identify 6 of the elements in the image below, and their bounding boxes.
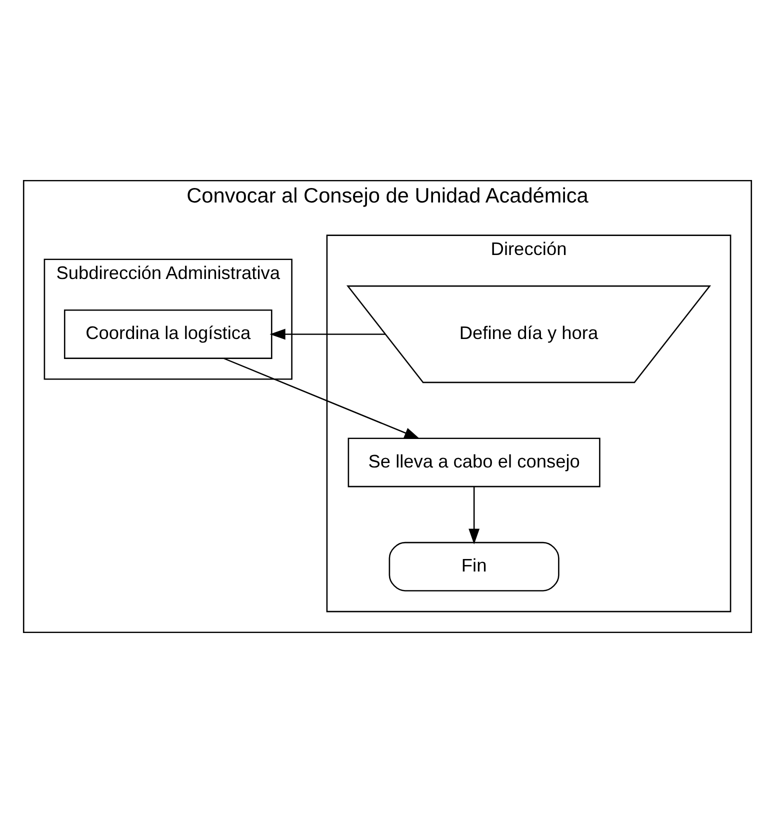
node-box: Fin [388,542,560,592]
node-box: Se lleva a cabo el consejo [348,438,600,488]
arrow [224,358,420,439]
arrow [270,328,386,340]
arrow [468,486,480,544]
node-box: Coordina la logística [64,310,272,359]
